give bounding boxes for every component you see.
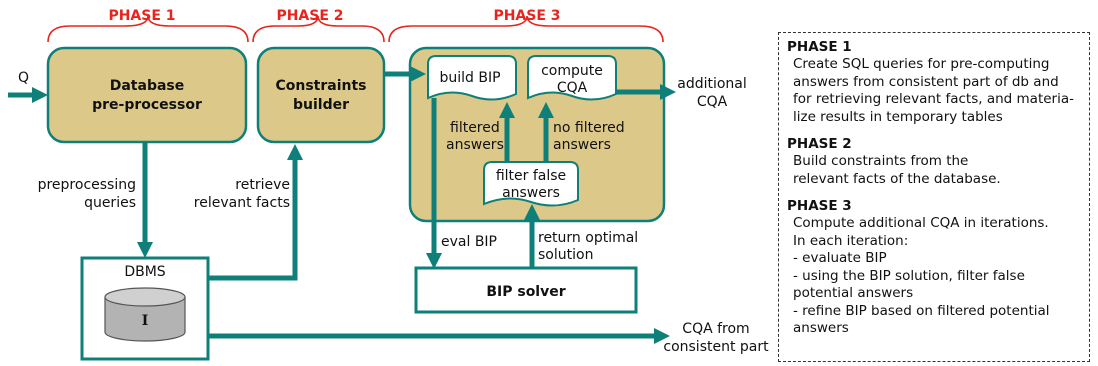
bip-solver-box (414, 266, 638, 314)
nofiltered-label-2: answers (553, 137, 611, 153)
legend-phase2-body: Build constraints from the relevant fact… (793, 153, 1001, 187)
filtered-label-2: answers (446, 137, 504, 153)
legend-phase3-title: PHASE 3 (787, 198, 852, 214)
retrieve-facts-arrow (208, 143, 304, 281)
preprocessor-box (46, 46, 248, 144)
dbms-label: DBMS (124, 264, 165, 280)
preprocessor-label-1: Database (110, 78, 185, 94)
constraints-label-2: builder (293, 97, 349, 113)
legend-phase1-body: Create SQL queries for pre-computing ans… (793, 56, 1075, 125)
preprocessor-label-2: pre-processor (92, 97, 202, 113)
phase-legend: PHASE 1 Create SQL queries for pre-compu… (778, 32, 1090, 362)
preprocessing-label-2: queries (84, 195, 136, 211)
legend-phase2: PHASE 2 Build constraints from the relev… (787, 136, 1081, 188)
retrieve-label-1: retrieve (235, 177, 290, 193)
compute-cqa-label-2: CQA (557, 80, 588, 96)
phase3-label: PHASE 3 (493, 8, 560, 24)
eval-bip-label: eval BIP (441, 234, 497, 250)
filter-label-1: filter false (496, 168, 566, 184)
db-instance-label: I (142, 313, 149, 329)
legend-phase3-body: Compute additional CQA in iterations. In… (793, 215, 1050, 336)
legend-phase2-title: PHASE 2 (787, 136, 852, 152)
compute-cqa-label-1: compute (541, 63, 603, 79)
retrieve-label-2: relevant facts (194, 195, 290, 211)
return-label-2: solution (538, 247, 593, 263)
preprocessing-label-1: preprocessing (38, 177, 136, 193)
phase2-label: PHASE 2 (276, 8, 343, 24)
phase1-brace (47, 15, 249, 43)
phase2-brace (252, 15, 385, 43)
filter-label-2: answers (502, 185, 560, 201)
constraints-box (256, 46, 386, 144)
legend-phase1-title: PHASE 1 (787, 39, 852, 55)
constraints-label-1: Constraints (275, 78, 366, 94)
phase1-label: PHASE 1 (108, 8, 175, 24)
filter-false-answers-box (483, 161, 579, 207)
nofiltered-label-1: no filtered (553, 120, 625, 136)
input-q-label: Q (18, 70, 29, 86)
consistent-cqa-label-1: CQA from (682, 321, 749, 337)
bip-solver-label: BIP solver (486, 284, 565, 300)
legend-phase1: PHASE 1 Create SQL queries for pre-compu… (787, 39, 1081, 126)
phase3-brace (388, 15, 664, 43)
legend-phase3: PHASE 3 Compute additional CQA in iterat… (787, 198, 1081, 338)
additional-cqa-label-1: additional (677, 76, 747, 92)
database-cylinder-icon (104, 287, 186, 342)
additional-cqa-label-2: CQA (697, 94, 728, 110)
compute-cqa-box (527, 55, 617, 101)
build-bip-label: build BIP (439, 70, 500, 86)
filtered-label-1: filtered (450, 120, 500, 136)
consistent-cqa-label-2: consistent part (663, 339, 769, 355)
return-label-1: return optimal (538, 230, 638, 246)
build-bip-box (427, 55, 517, 101)
